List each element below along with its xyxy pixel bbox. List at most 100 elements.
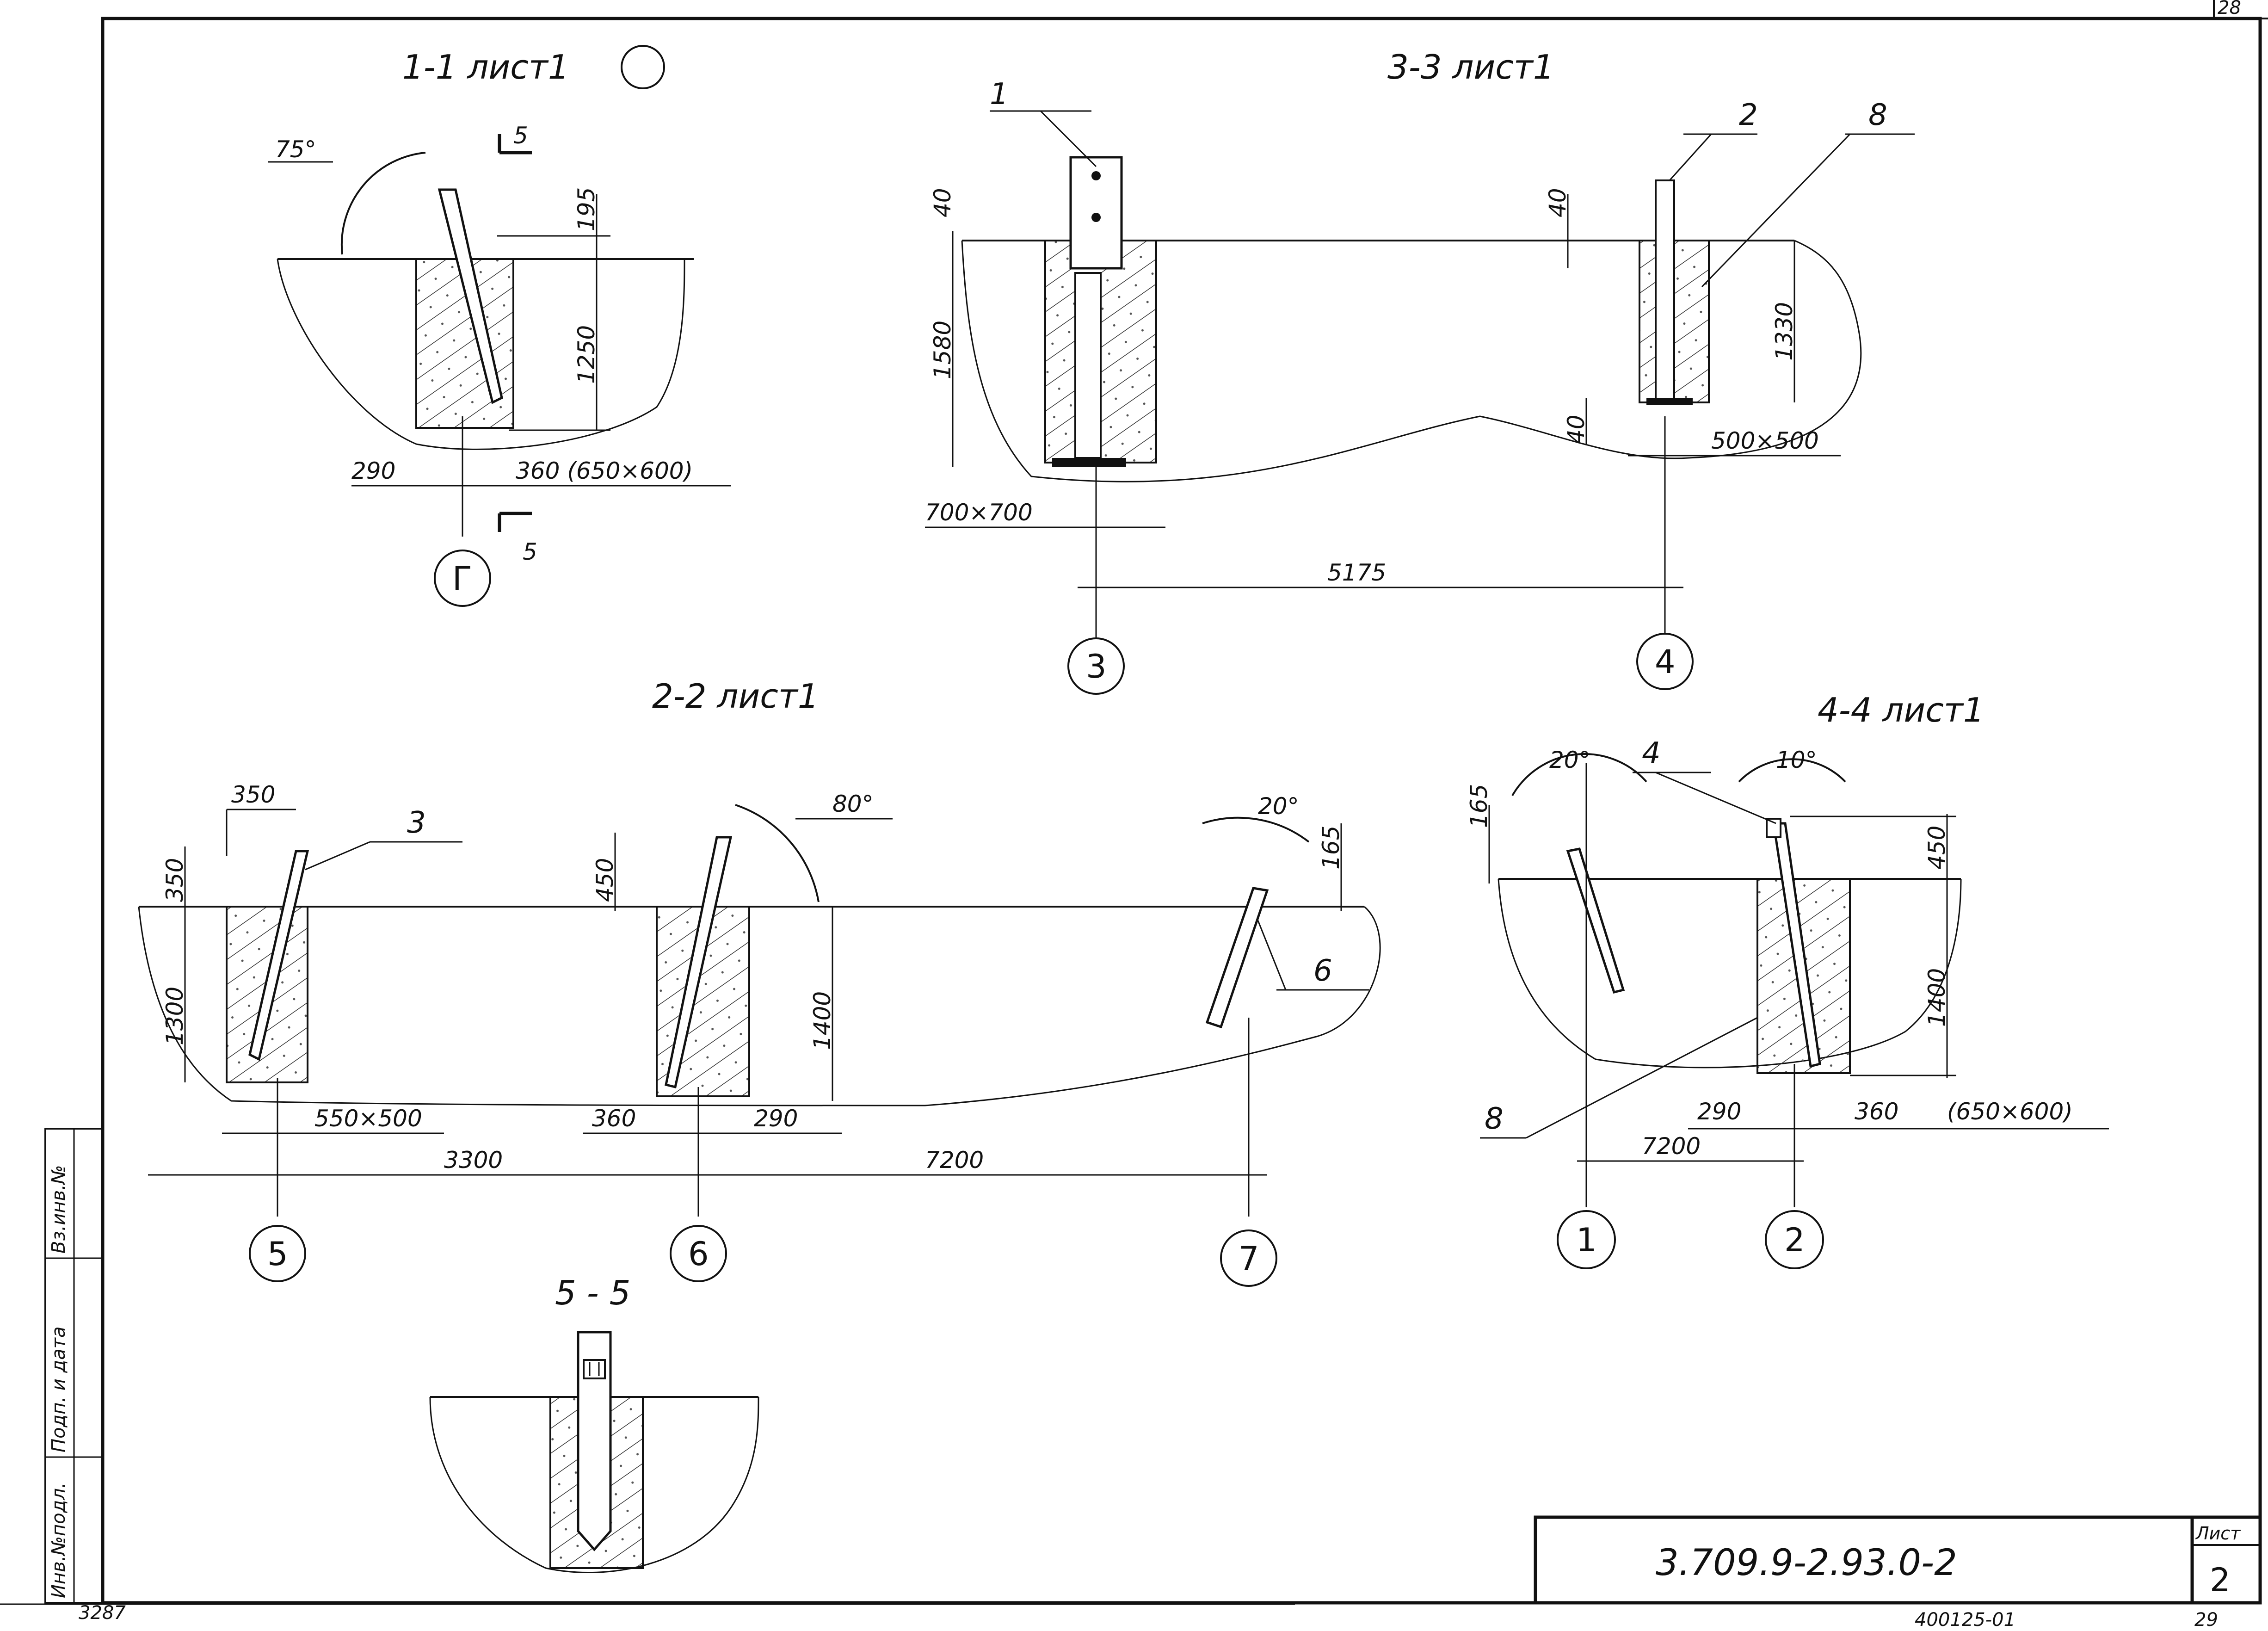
axis-6-label: 6	[688, 1235, 709, 1273]
section-4-4-dim-7200: 7200	[1642, 1133, 1701, 1160]
section-2-2-dim-350-top: 350	[231, 781, 275, 808]
section-3-3-dim-40-right: 40	[1544, 188, 1571, 217]
sheet-number: 2	[2210, 1561, 2231, 1599]
section-1-1-post	[438, 188, 503, 404]
section-2-2-soil-boundary	[138, 906, 1381, 1106]
section-5-5-title: 5 - 5	[555, 1273, 630, 1312]
section-3-3-dim-span: 5175	[1327, 559, 1386, 586]
marker-8-top: 8	[1868, 98, 1887, 132]
stamp-replaced: Вз.инв.№	[48, 1165, 69, 1254]
axis-5-label: 5	[267, 1235, 288, 1273]
section-3-3-dim-1330: 1330	[1771, 302, 1798, 361]
marker-8-bottom: 8	[1485, 1102, 1504, 1136]
bottom-left-note: 3287	[79, 1602, 126, 1624]
section-2-2-angle-arc-20	[1202, 816, 1310, 843]
section-1-1: 1-1 лист1 75° 195 1250 290 360 (650×600)…	[268, 45, 731, 607]
section-1-1-dim-left: 290	[351, 457, 395, 484]
section-3-3-dim-500: 500×500	[1711, 427, 1819, 454]
section-1-1-soil-boundary	[277, 259, 685, 450]
section-2-2-angle-80: 80°	[832, 791, 874, 817]
section-4-4-dim-290: 290	[1697, 1098, 1741, 1125]
axis-4-label: 4	[1655, 643, 1676, 681]
section-2-2-angle-arc-80	[735, 804, 820, 902]
section-3-3-soil-boundary	[961, 240, 1862, 482]
axis-bubble-5	[249, 1225, 306, 1282]
section-3-3: 3-3 лист1 1 2 8 40 1580 700×700 40 1330 …	[925, 48, 1915, 695]
section-2-2-title: 2-2 лист1	[652, 677, 819, 716]
section-4-4-title: 4-4 лист1	[1818, 691, 1984, 729]
section-2-2-dim-165: 165	[1318, 826, 1344, 870]
side-stamp: Инв.№подл. Подп. и дата Вз.инв.№ 3287	[0, 1128, 1295, 1624]
section-2-2-dim-1400: 1400	[809, 991, 836, 1050]
marker-3: 3	[407, 806, 426, 840]
axis-bubble-3	[1067, 637, 1125, 695]
section-1-1-dim-right: 360 (650×600)	[516, 457, 693, 484]
section-2-2-dim-360: 360	[592, 1105, 636, 1132]
axis-2-label: 2	[1784, 1221, 1805, 1259]
section-3-3-title: 3-3 лист1	[1387, 48, 1554, 86]
axis-bubble-4	[1636, 633, 1694, 690]
section-2-2: 2-2 лист1 350 350 1300 3 550×500 450 80°…	[138, 677, 1381, 1287]
axis-1-label: 1	[1576, 1221, 1597, 1259]
section-3-3-dim-700: 700×700	[925, 499, 1033, 526]
axis-bubble-7	[1220, 1229, 1277, 1287]
section-1-1-dim-top: 195	[573, 187, 600, 231]
marker-6: 6	[1313, 954, 1332, 988]
section-4-4-angle-20: 20°	[1549, 747, 1590, 773]
section-1-1-circle-mark	[621, 45, 665, 89]
title-block: 3.709.9-2.93.0-2 Лист 2 400125-01 29	[1534, 1515, 2262, 1631]
section-2-2-dim-450: 450	[592, 858, 618, 902]
section-2-2-post-6	[665, 836, 733, 1089]
archive-number: 400125-01	[1915, 1609, 2015, 1631]
section-5-5: 5 - 5	[429, 1273, 759, 1573]
axis-3-label: 3	[1086, 648, 1107, 686]
section-2-2-post-5	[248, 850, 309, 1061]
section-3-3-dim-1580: 1580	[929, 321, 956, 379]
section-4-4-post-1	[1566, 847, 1625, 994]
section-4-4-angle-arc-10	[1738, 758, 1846, 783]
section-2-2-dim-3300: 3300	[444, 1147, 503, 1174]
bottom-page-number: 29	[2194, 1609, 2218, 1631]
section-1-1-title: 1-1 лист1	[402, 48, 569, 86]
drawing-code: 3.709.9-2.93.0-2	[1656, 1542, 1957, 1584]
section-2-2-dim-7200: 7200	[925, 1147, 984, 1174]
axis-bubble-6	[670, 1225, 727, 1282]
section-4-4-soil-boundary	[1498, 878, 1962, 1069]
drawing-frame: 28	[101, 0, 2268, 1605]
stamp-inventory: Инв.№подл.	[48, 1482, 69, 1598]
section-4-4-dim-450: 450	[1923, 826, 1950, 870]
section-1-1-angle: 75°	[275, 136, 316, 163]
section-4-4-dim-360: 360	[1855, 1098, 1898, 1125]
section-3-3-post-2	[1655, 179, 1675, 403]
section-1-1-cut-mark-top: 5	[513, 122, 528, 149]
section-2-2-dim-350-side: 350	[161, 858, 188, 902]
section-4-4: 4-4 лист1 20° 4 10° 165 450 1400 8 290 3…	[1466, 691, 2109, 1269]
axis-bubble-1	[1557, 1210, 1616, 1269]
axis-g-label: Г	[452, 560, 472, 598]
axis-7-label: 7	[1239, 1240, 1259, 1278]
section-2-2-dim-1300: 1300	[161, 987, 188, 1045]
marker-1: 1	[990, 77, 1009, 111]
section-1-1-cut-mark-bottom: 5	[523, 538, 537, 565]
page-tag: 28	[2218, 0, 2241, 19]
section-2-2-angle-20: 20°	[1258, 793, 1299, 820]
section-2-2-dim-550: 550×500	[314, 1105, 422, 1132]
axis-bubble-2	[1765, 1210, 1824, 1269]
section-2-2-post-7	[1205, 887, 1269, 1029]
section-3-3-dim-40-bottom: 40	[1563, 414, 1590, 444]
marker-2-top: 2	[1739, 98, 1758, 132]
section-5-5-post	[577, 1331, 612, 1551]
stamp-signature: Подп. и дата	[48, 1327, 69, 1452]
axis-bubble-g	[434, 550, 491, 607]
section-4-4-dim-165: 165	[1466, 784, 1492, 828]
sheet-label: Лист	[2195, 1523, 2241, 1544]
marker-4: 4	[1642, 736, 1661, 771]
section-1-1-angle-arc	[340, 152, 426, 255]
section-1-1-dim-depth: 1250	[573, 325, 600, 384]
section-3-3-dim-40-left: 40	[929, 188, 956, 217]
section-2-2-dim-290: 290	[754, 1105, 798, 1132]
section-4-4-angle-10: 10°	[1776, 747, 1817, 773]
section-5-5-soil-boundary	[429, 1396, 759, 1573]
section-4-4-dim-1400: 1400	[1923, 968, 1950, 1027]
